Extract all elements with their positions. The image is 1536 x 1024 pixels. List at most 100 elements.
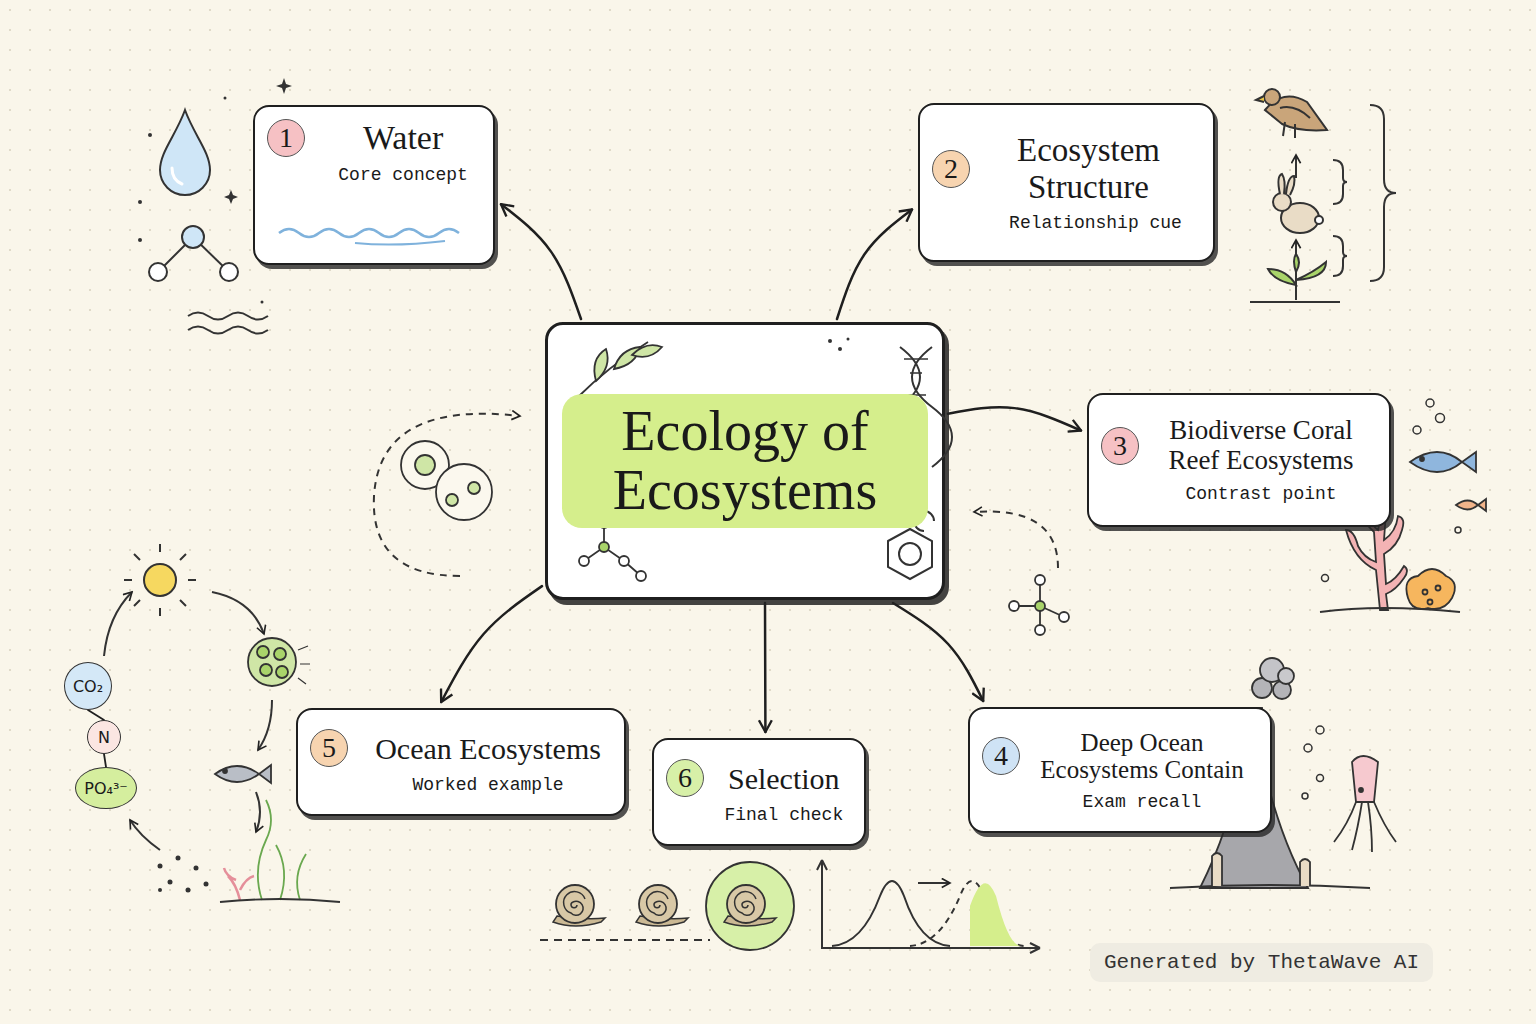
water-molecule: [220, 263, 238, 281]
topic-box: 3Biodiverse Coral Reef EcosystemsContras…: [1087, 393, 1391, 527]
deep-bubbles: [1302, 793, 1308, 799]
sparkles: [138, 200, 142, 204]
box-title: Water: [331, 119, 475, 156]
center-icons: [828, 339, 832, 343]
plant: [1250, 254, 1340, 302]
vent: [1278, 668, 1294, 684]
coral: [1406, 569, 1455, 609]
selection-graph: [970, 883, 1020, 946]
central-topic: Ecology of Ecosystems: [545, 322, 945, 600]
food-chain-arrows: [1295, 155, 1297, 178]
sparkles: [138, 238, 142, 242]
box-subtitle: Contrast point: [1151, 484, 1371, 504]
topic-box: 6SelectionFinal check: [652, 738, 866, 846]
box-title: Ocean Ecosystems: [370, 732, 606, 765]
box-title: Selection: [722, 762, 846, 795]
callout-number: 1: [267, 119, 305, 157]
topic-box: 4Deep Ocean Ecosystems ContainExam recal…: [968, 707, 1272, 833]
small-fish: [259, 765, 271, 783]
brackets: [1370, 105, 1396, 281]
waves: [188, 327, 268, 334]
rabbit: [1273, 174, 1323, 233]
topic-box: 1WaterCore concept: [253, 105, 495, 265]
algae-cell: [248, 638, 310, 686]
plant: [1268, 269, 1296, 285]
rabbit: [1278, 174, 1294, 195]
callout-number: 2: [932, 150, 970, 188]
cells: [436, 464, 492, 520]
algae-cell: [298, 646, 310, 684]
center-icons: [828, 338, 850, 352]
detritus: [158, 864, 163, 869]
deep-bubbles: [1304, 744, 1312, 752]
cycle-arrows: [104, 592, 272, 850]
detritus: [176, 856, 181, 861]
fish: [1410, 452, 1486, 511]
callout-number: 3: [1101, 427, 1139, 465]
center-icons: [578, 342, 662, 397]
bird: [1283, 122, 1295, 138]
sparkles: [148, 133, 152, 137]
center-icons: [599, 542, 609, 552]
fish: [1462, 452, 1476, 472]
box-subtitle: Relationship cue: [996, 213, 1195, 233]
water-molecule: [182, 226, 204, 248]
squid: [1334, 756, 1396, 852]
small-fish: [215, 766, 259, 782]
callout-number: 5: [310, 729, 348, 767]
chemical-label: PO₄³⁻: [84, 779, 128, 798]
center-icons: [594, 349, 607, 381]
dashed-loop: [374, 414, 520, 576]
diagram-heading: Ecology of Ecosystems: [562, 394, 928, 528]
connector-arrow: [893, 603, 983, 701]
bubbles: [1455, 527, 1461, 533]
molecule: [1035, 601, 1045, 611]
illustrations: [553, 885, 605, 926]
seaweed: [224, 868, 254, 900]
squid: [1359, 788, 1363, 792]
fish: [1478, 499, 1486, 511]
chemical-label: N: [98, 728, 110, 747]
center-icons: [636, 571, 646, 581]
molecule: [1035, 575, 1045, 585]
nutrient-circle: CO₂: [64, 662, 112, 710]
plant: [1296, 262, 1326, 280]
squid: [1334, 802, 1396, 852]
topic-box: 5Ocean EcosystemsWorked example: [296, 708, 626, 816]
detritus: [158, 888, 162, 892]
deep-bubbles: [1317, 775, 1324, 782]
rabbit: [1315, 216, 1323, 224]
cells: [468, 482, 480, 494]
illustrations: [724, 885, 776, 926]
cells: [415, 455, 435, 475]
bird: [1280, 107, 1310, 118]
water-molecule: [149, 226, 238, 281]
bird: [1264, 89, 1280, 105]
fish: [1420, 457, 1424, 461]
selection-graph: [910, 881, 1024, 946]
algae-cell: [276, 666, 288, 678]
bird: [1256, 89, 1327, 138]
sun: [124, 544, 196, 616]
plant: [1294, 254, 1299, 272]
box-title: Ecosystem Structure: [996, 132, 1181, 205]
sparkles: [276, 78, 292, 94]
bubbles: [1436, 414, 1445, 423]
connector-arrow: [501, 204, 581, 319]
small-fish: [223, 769, 227, 773]
seaweed: [297, 854, 306, 900]
fish: [1410, 452, 1462, 472]
selection-graph: [817, 860, 1040, 953]
center-icons: [888, 529, 932, 579]
water-drop: [172, 168, 182, 184]
connector-arrow: [837, 210, 912, 319]
molecule: [1009, 575, 1069, 635]
sparkles: [261, 301, 264, 304]
cycle-arrows: [104, 592, 132, 656]
wave-line: [279, 229, 459, 237]
sparkles: [224, 97, 227, 100]
brackets: [1333, 105, 1396, 281]
sun: [124, 544, 196, 616]
